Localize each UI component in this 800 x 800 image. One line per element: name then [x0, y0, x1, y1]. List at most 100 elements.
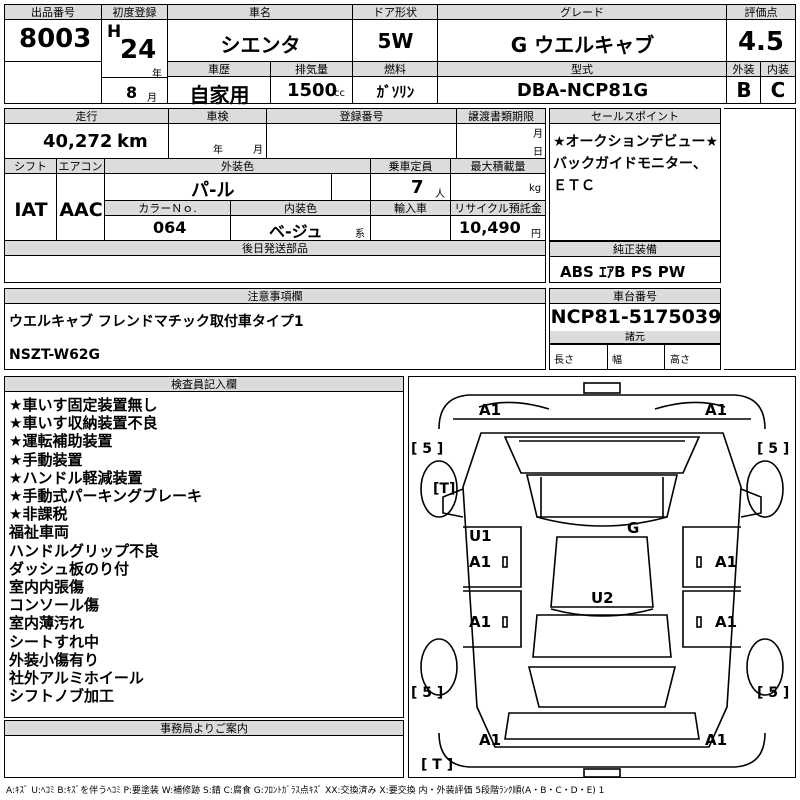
capacity-cell: 乗車定員 7 人 — [371, 159, 451, 201]
grade-label: グレード — [438, 5, 726, 20]
later-parts-label: 後日発送部品 — [5, 241, 545, 256]
lot-blank — [5, 62, 102, 103]
inspector-item: コンソール傷 — [9, 596, 100, 615]
inspector-item: ハンドルグリップ不良 — [9, 541, 160, 560]
load-unit: kg — [529, 183, 542, 194]
spare-tire-rear: [ T ] — [421, 757, 454, 773]
capacity-label: 乗車定員 — [371, 159, 450, 174]
displacement-unit: cc — [334, 88, 345, 99]
door-type: 5W — [377, 29, 414, 53]
fuel-cell: 燃料 ｶﾞｿﾘﾝ — [353, 62, 438, 103]
damage-u2: U2 — [591, 589, 614, 607]
equipment-label: 純正装備 — [550, 242, 720, 257]
transfer-label: 譲渡書類期限 — [457, 109, 545, 124]
vehicle-info-section: 走行 40,272 km 車検 年 月 登録番号 譲渡書類期限 月 日 シフト … — [4, 108, 546, 283]
era: H — [107, 22, 122, 42]
model-label: 型式 — [438, 62, 726, 77]
mileage-unit: km — [117, 131, 148, 152]
tire-score: [ 5 ] — [411, 685, 444, 701]
interior-color-label: 内装色 — [231, 201, 370, 216]
width-label: 幅 — [612, 355, 622, 366]
chassis-label: 車台番号 — [550, 289, 720, 304]
height-label: 高さ — [670, 355, 690, 366]
exterior-grade: B — [736, 78, 752, 102]
score-label: 評価点 — [727, 5, 795, 20]
equipment-section: 純正装備 ABS ｴｱB PS PW — [549, 241, 721, 283]
inspector-item: 社外アルミホイール — [9, 669, 144, 688]
first-reg-label: 初度登録 — [102, 5, 167, 20]
displacement-cell: 排気量 1500 cc — [271, 62, 353, 103]
car-name: シエンタ — [220, 33, 301, 57]
inspector-item: ★非課税 — [9, 505, 68, 524]
inspector-item: ★手動装置 — [9, 450, 83, 469]
door-label: ドア形状 — [353, 5, 437, 20]
interior-color: ベ-ジュ — [269, 222, 323, 241]
lot-label: 出品番号 — [5, 5, 101, 20]
shift: IAT — [14, 199, 48, 221]
damage-g: G — [627, 519, 640, 537]
right-strip — [724, 108, 796, 370]
notes-label: 注意事項欄 — [5, 289, 545, 304]
damage-a1: A1 — [715, 553, 738, 571]
grade: G ウエルキャブ — [510, 33, 655, 57]
displacement: 1500 — [287, 80, 338, 101]
year-unit: 年 — [152, 69, 162, 80]
inspector-item: ★車いす固定装置無し — [9, 396, 158, 414]
interior-color-unit: 系 — [355, 229, 365, 240]
model-cell: 型式 DBA-NCP81G — [438, 62, 727, 103]
notes-line-2: NSZT-W62G — [9, 347, 101, 363]
damage-a1: A1 — [715, 613, 738, 631]
load-label: 最大積載量 — [451, 159, 545, 174]
inspector-item: ★手動式パーキングブレーキ — [9, 487, 202, 506]
color-no-cell: カラーＮｏ. 064 — [105, 201, 231, 241]
damage-a1: A1 — [705, 401, 728, 419]
interior-grade: C — [770, 78, 786, 102]
inspector-item: 外装小傷有り — [9, 650, 100, 669]
inspector-item: シフトノブ加工 — [9, 687, 115, 706]
color-no: 064 — [153, 218, 187, 237]
car-name-cell: 車名 シエンタ — [168, 5, 353, 62]
reg-month: 8 — [126, 83, 138, 102]
inspection-year-unit: 年 — [213, 145, 223, 156]
inspector-item: 福祉車両 — [9, 523, 70, 542]
month-unit: 月 — [147, 93, 157, 104]
history: 自家用 — [189, 83, 250, 107]
first-reg-cell: 初度登録 H 24 年 8 月 — [102, 5, 168, 104]
shift-cell: シフト IAT — [5, 159, 57, 241]
legend: A:ｷｽﾞ U:ﾍｺﾐ B:ｷｽﾞを伴うﾍｺﾐ P:要塗装 W:補修跡 S:錆 … — [6, 786, 605, 796]
load-cell: 最大積載量 kg — [451, 159, 545, 201]
exterior-cell: 外装 B — [727, 62, 761, 103]
exterior-label: 外装 — [727, 62, 760, 77]
lot-cell: 出品番号 8003 — [5, 5, 102, 62]
sales-point-1: ★オークションデビュー★ — [553, 134, 719, 150]
inspection-label: 車検 — [169, 109, 266, 124]
sales-point-label: セールスポイント — [550, 109, 720, 124]
sales-point-3: ＥＴＣ — [553, 178, 595, 194]
inspector-item: ★車いす収納装置不良 — [9, 414, 158, 433]
tire-score: [ 5 ] — [757, 685, 790, 701]
dims-label: 諸元 — [550, 331, 720, 344]
chassis-number: NCP81-5175039 — [550, 306, 722, 328]
reg-no-label: 登録番号 — [267, 109, 456, 124]
history-cell: 車歴 自家用 — [168, 62, 271, 107]
tire-score: [ 5 ] — [411, 441, 444, 457]
recycle-deposit: 10,490 — [459, 218, 521, 237]
chassis-section: 車台番号 NCP81-5175039 諸元 長さ 幅 高さ — [549, 288, 721, 370]
capacity-unit: 人 — [435, 189, 445, 200]
mileage: 40,272 — [43, 131, 113, 152]
inspector-item: 室内薄汚れ — [9, 614, 85, 633]
import-label: 輸入車 — [371, 201, 450, 216]
reg-year: 24 — [120, 35, 157, 65]
reg-no-cell: 登録番号 — [267, 109, 457, 159]
interior-color-cell: 内装色 ベ-ジュ 系 — [231, 201, 371, 241]
inspector-label: 検査員記入欄 — [5, 377, 403, 392]
spare-tire: [T] — [433, 481, 456, 497]
grade-cell: グレード G ウエルキャブ — [438, 5, 727, 62]
length-label: 長さ — [554, 355, 574, 366]
ac-label: エアコン — [57, 159, 104, 174]
notes-section: 注意事項欄 ウエルキャブ フレンドマチック取付車タイプ1 NSZT-W62G — [4, 288, 546, 370]
damage-diagram: A1 A1 [ 5 ] [ 5 ] [T] U1 G A1 A1 U2 A1 A… — [408, 376, 796, 778]
later-parts-cell: 後日発送部品 — [5, 241, 545, 282]
damage-a1: A1 — [705, 731, 728, 749]
transfer-cell: 譲渡書類期限 月 日 — [457, 109, 545, 159]
